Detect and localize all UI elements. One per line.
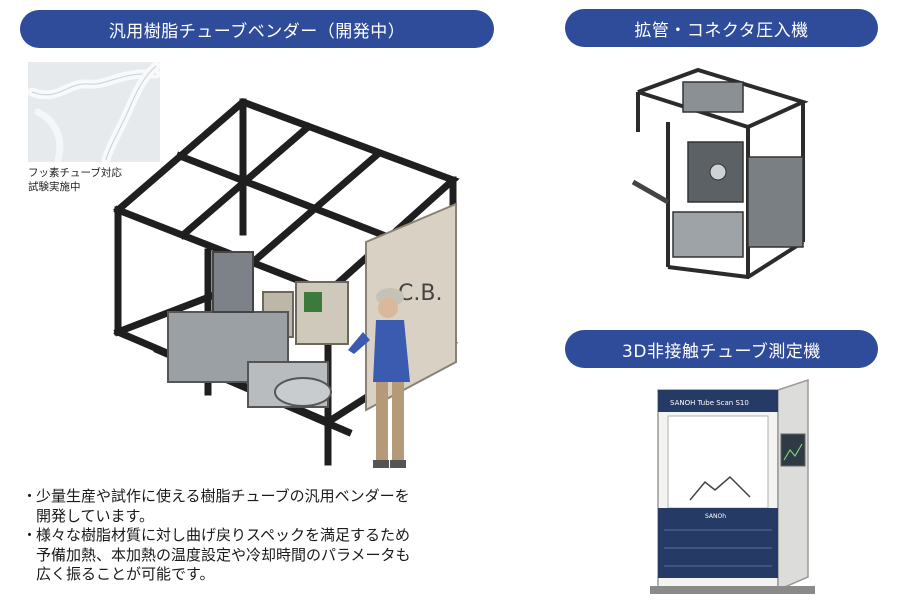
scanner-title-banner: 3D非接触チューブ測定機 — [565, 330, 878, 368]
bullet-mark: ・ — [22, 487, 38, 505]
bullet-text-line: 開発しています。 — [36, 506, 155, 525]
tube-caption: フッ素チューブ対応 試験実施中 — [28, 166, 122, 194]
press-title: 拡管・コネクタ圧入機 — [634, 20, 809, 41]
bender-title: 汎用樹脂チューブベンダー（開発中） — [108, 21, 406, 42]
bullet-text-line: 様々な樹脂材質に対し曲げ戻りスペックを満足するため — [36, 526, 410, 544]
bender-description: ・ 少量生産や試作に使える樹脂チューブの汎用ベンダーを 開発しています。 ・ 様… — [22, 487, 542, 585]
bullet-item: ・ 様々な樹脂材質に対し曲げ戻りスペックを満足するため 予備加熱、本加熱の温度設… — [22, 526, 542, 585]
tube-scanner-machine-illustration: SANOH Tube Scan S10 SANOh — [650, 372, 820, 597]
scanner-label: SANOH Tube Scan S10 — [670, 399, 749, 407]
bullet-text-line: 予備加熱、本加熱の温度設定や冷却時間のパラメータも — [36, 545, 411, 564]
fluoro-tube-photo — [27, 61, 161, 165]
bender-title-banner: 汎用樹脂チューブベンダー（開発中） — [20, 10, 494, 48]
scanner-brand: SANOh — [705, 513, 726, 520]
bullet-item: ・ 少量生産や試作に使える樹脂チューブの汎用ベンダーを 開発しています。 — [22, 487, 542, 526]
bullet-text-line: 少量生産や試作に使える樹脂チューブの汎用ベンダーを — [36, 487, 410, 505]
bullet-mark: ・ — [22, 526, 38, 544]
tube-caption-line1: フッ素チューブ対応 — [28, 167, 122, 179]
press-title-banner: 拡管・コネクタ圧入機 — [565, 9, 878, 47]
panel-logo: C.B. — [398, 281, 442, 306]
scanner-title: 3D非接触チューブ測定機 — [622, 341, 821, 362]
tube-bender-machine-illustration: C.B. — [98, 92, 498, 482]
worker-figure — [348, 288, 410, 468]
expansion-press-machine-illustration — [628, 62, 818, 282]
tube-caption-line2: 試験実施中 — [28, 181, 81, 193]
bullet-text-line: 広く振ることが可能です。 — [36, 565, 215, 583]
